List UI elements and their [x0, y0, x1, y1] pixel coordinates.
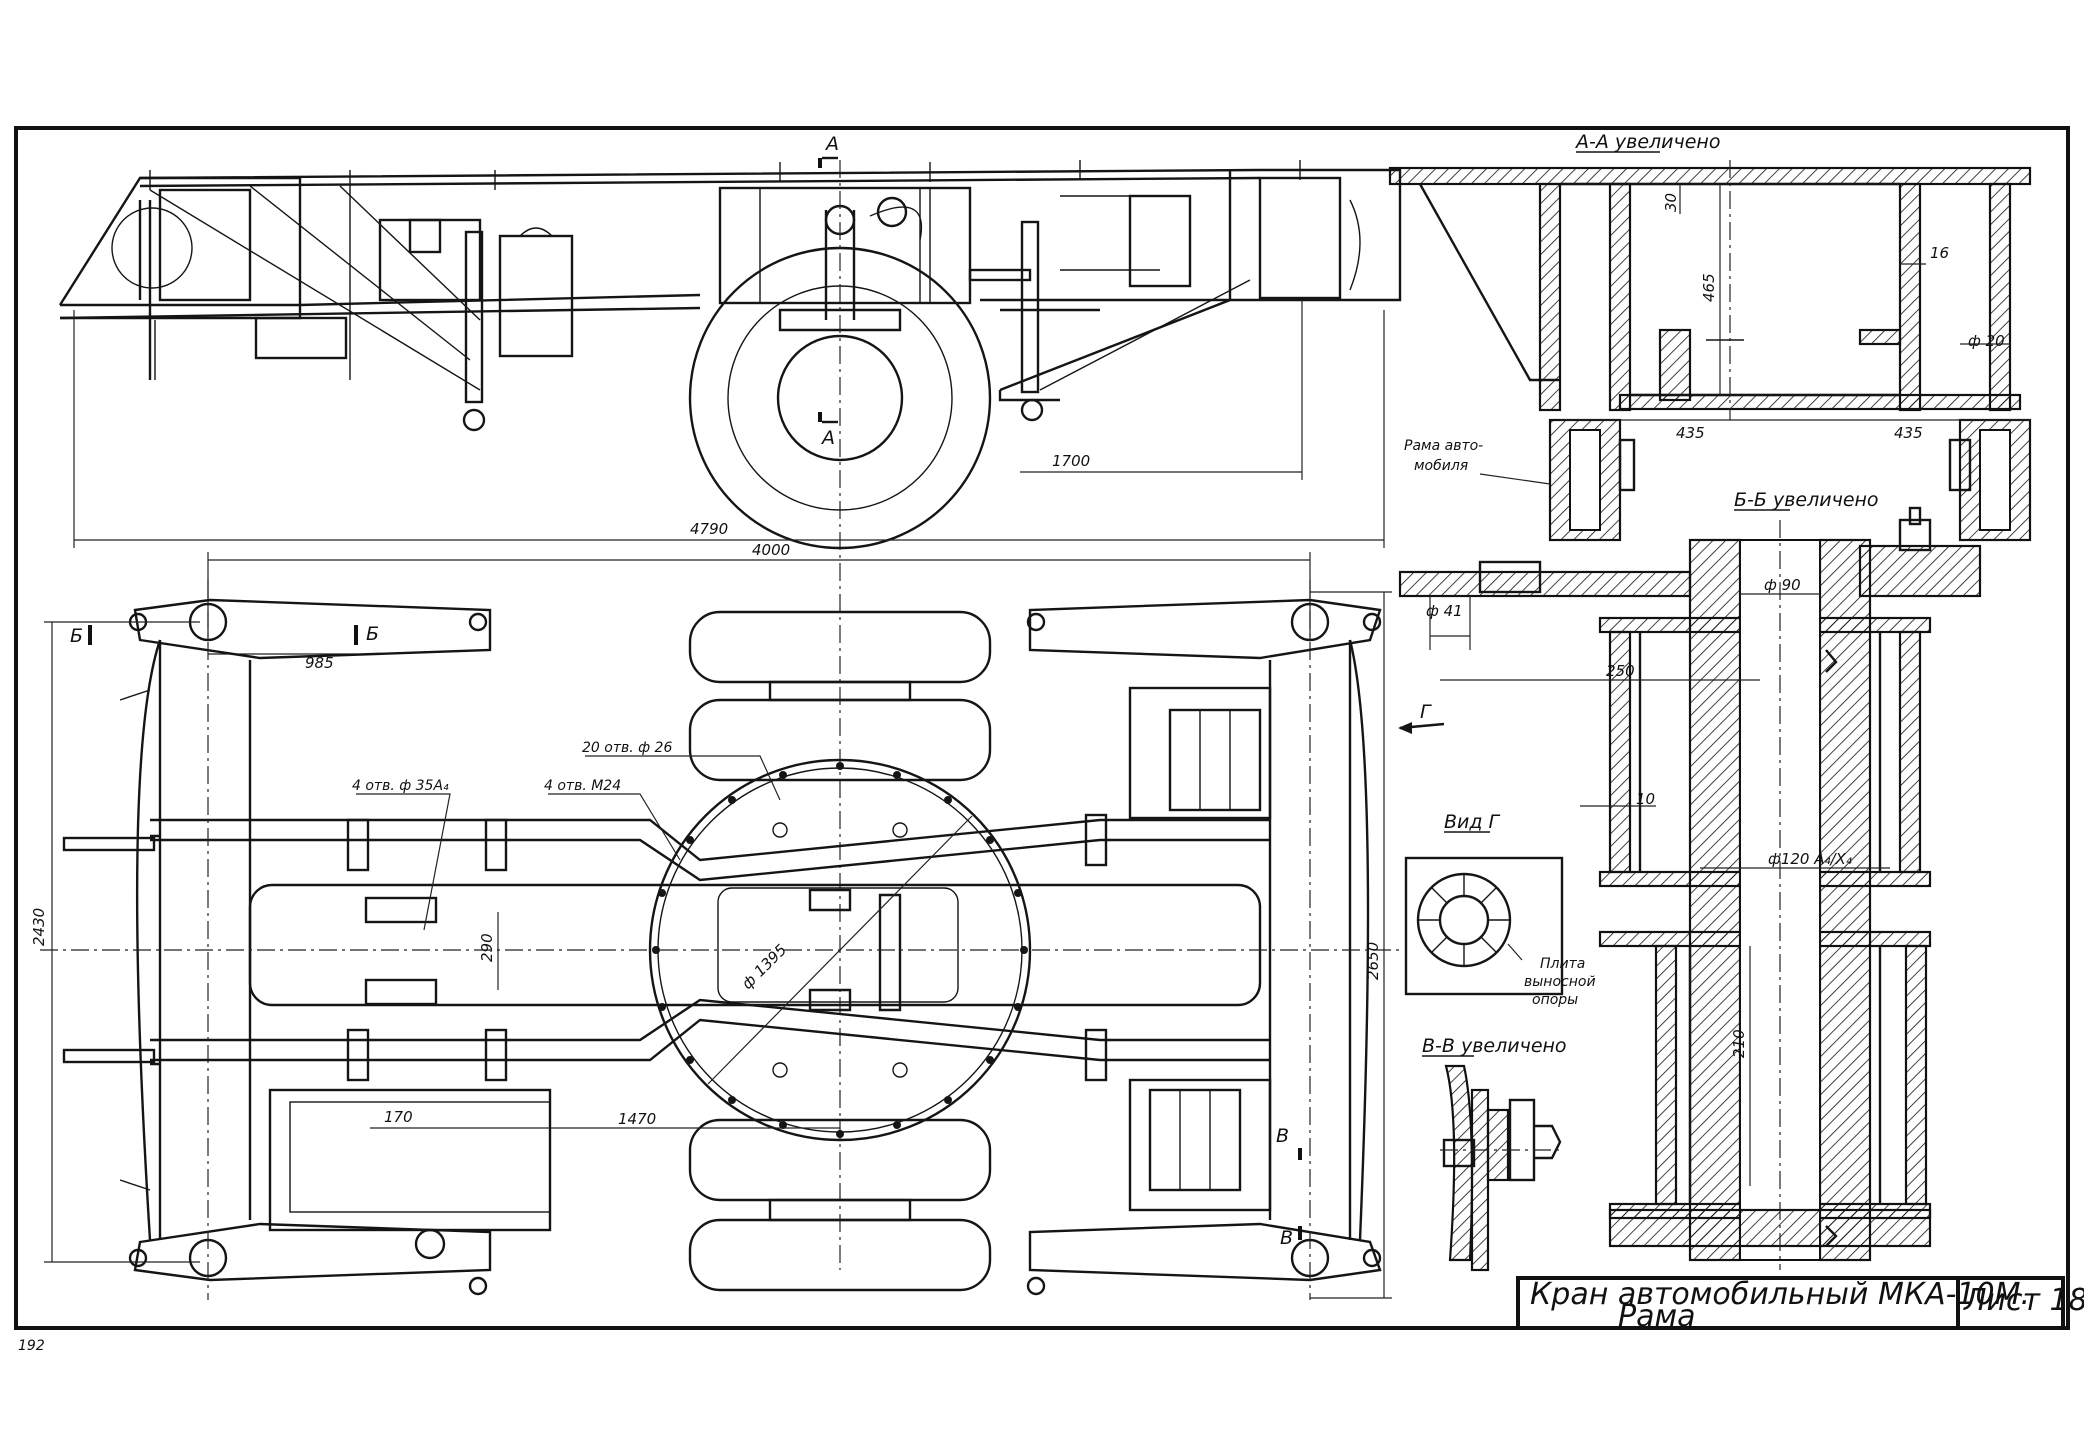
section-b-marker-left: Б	[70, 625, 83, 647]
title-block: Кран автомобильный МКА-10М. Рама Лист 18…	[1516, 1276, 2084, 1334]
section-vv: В-В увеличено	[1422, 1035, 1567, 1272]
view-g: Вид Г Плита выносной опоры	[1404, 811, 1596, 1008]
dim-290: 290	[478, 933, 496, 962]
section-vv-title: В-В увеличено	[1422, 1035, 1567, 1057]
dim-2650: 2650	[1364, 942, 1382, 980]
dim-30: 30	[1662, 193, 1680, 212]
label-frame-line2: мобиля	[1414, 458, 1468, 474]
dim-170: 170	[384, 1108, 413, 1126]
title-line1: Кран автомобильный МКА-10М.	[1530, 1277, 2030, 1312]
dim-phi1395: ф 1395	[738, 941, 790, 993]
dim-4000: 4000	[752, 541, 790, 559]
dim-985: 985	[305, 654, 334, 672]
dim-phi41: ф 41	[1426, 602, 1463, 620]
section-b-marker-right: Б	[366, 623, 379, 645]
dim-4790: 4790	[690, 520, 728, 538]
title-line2: Рама	[1618, 1299, 1696, 1334]
label-frame-line1: Рама авто-	[1404, 438, 1483, 454]
dim-465: 465	[1700, 273, 1718, 302]
view-g-label-line3: опоры	[1532, 992, 1578, 1008]
side-view: А А 1700 4790	[58, 133, 1402, 1270]
note-20-holes: 20 отв. ф 26	[582, 740, 672, 756]
section-a-marker-bottom: А	[820, 427, 835, 449]
dim-phi20: ф 20	[1968, 332, 2005, 350]
sheet-frame	[14, 126, 2070, 1330]
view-g-title: Вид Г	[1444, 811, 1501, 833]
dim-16: 16	[1930, 244, 1949, 262]
plan-view: 4000 Б Б 985	[30, 541, 1445, 1300]
dim-1470: 1470	[618, 1110, 656, 1128]
view-g-label-line1: Плита	[1540, 956, 1585, 972]
ring-bolt-holes	[652, 762, 1028, 1138]
dim-phi120: ф120 A₄/X₄	[1768, 850, 1852, 868]
dim-1700: 1700	[1052, 452, 1090, 470]
section-v-marker-bottom: В	[1280, 1227, 1293, 1249]
section-v-marker-top: В	[1276, 1125, 1289, 1147]
page-number: 192	[18, 1338, 45, 1354]
dim-435-right: 435	[1894, 424, 1923, 442]
section-bb: Б-Б увеличено ф 90 ф 41	[1398, 489, 1982, 1270]
view-g-label-line2: выносной	[1524, 974, 1596, 990]
dim-2430: 2430	[30, 908, 48, 946]
note-4-m24: 4 отв. M24	[544, 778, 621, 794]
sheet-number: Лист 182	[1963, 1283, 2084, 1318]
note-4-holes-35: 4 отв. ф 35A₄	[352, 778, 449, 794]
section-bb-title: Б-Б увеличено	[1734, 489, 1879, 511]
dim-phi90: ф 90	[1764, 576, 1801, 594]
dim-435-left: 435	[1676, 424, 1705, 442]
section-aa: А-А увеличено 30 465 16 ф 20 435 435 Рам…	[1388, 131, 2032, 542]
view-g-marker: Г	[1420, 701, 1432, 723]
section-aa-title: А-А увеличено	[1574, 131, 1720, 153]
dim-250: 250	[1606, 662, 1635, 680]
bolt-plates	[346, 813, 1108, 1082]
dim-210: 210	[1730, 1029, 1748, 1058]
dim-10: 10	[1636, 790, 1655, 808]
section-a-marker-top: А	[824, 133, 839, 155]
